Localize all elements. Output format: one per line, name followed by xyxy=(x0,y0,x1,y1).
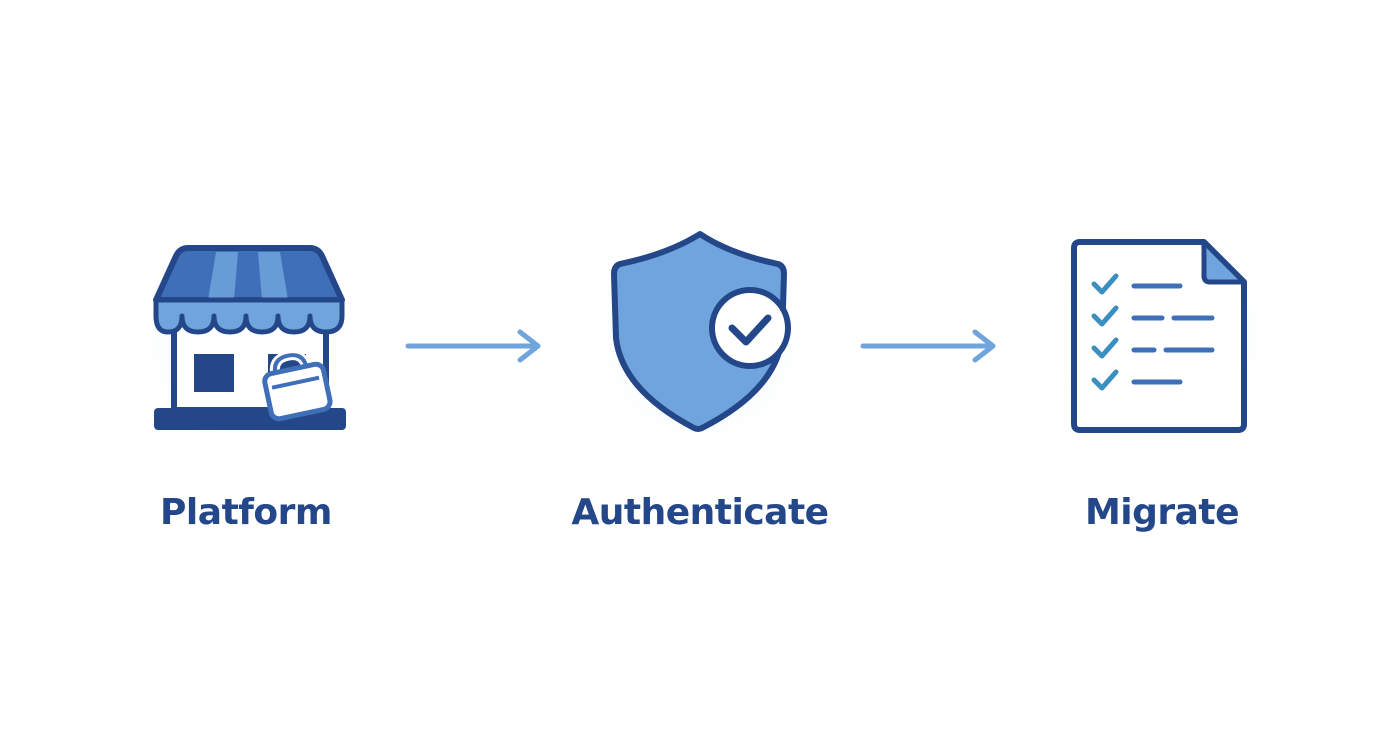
checklist-document-icon xyxy=(1071,239,1247,433)
storefront-icon xyxy=(153,245,346,430)
step-platform: Platform xyxy=(86,220,406,560)
step-migrate: Migrate xyxy=(1002,220,1322,560)
step-label-authenticate: Authenticate xyxy=(571,492,829,533)
arrow-right-icon xyxy=(405,329,541,363)
step-label-platform: Platform xyxy=(160,492,332,533)
shield-check-icon xyxy=(611,231,791,432)
arrow-right-icon xyxy=(860,329,996,363)
step-label-migrate: Migrate xyxy=(1084,492,1240,533)
step-authenticate: Authenticate xyxy=(540,220,860,560)
